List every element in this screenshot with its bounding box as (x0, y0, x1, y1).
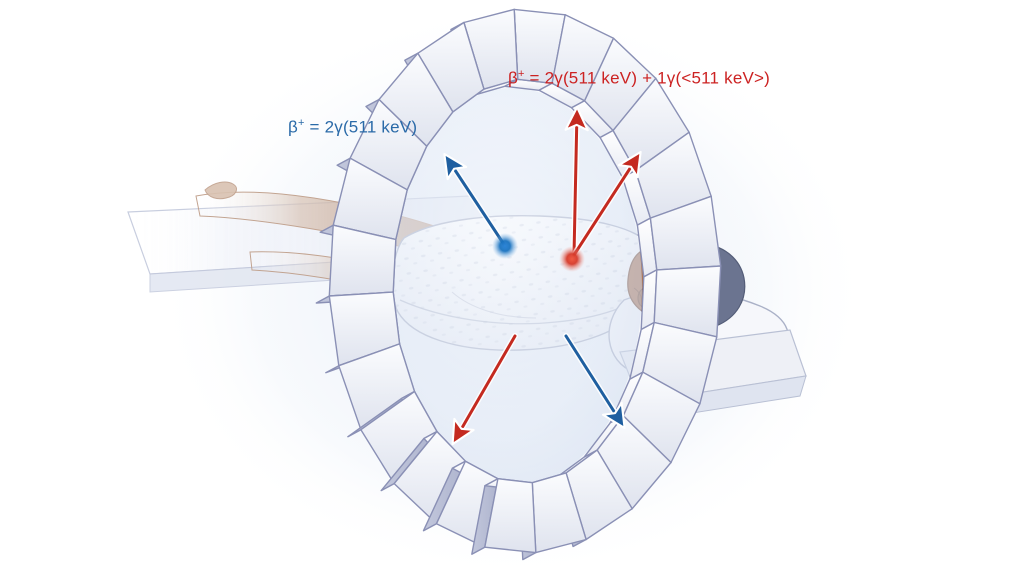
red-source-dot (559, 246, 585, 272)
blue-label-beta: β (288, 117, 298, 137)
red-annotation-label: β+ = 2γ(511 keV) + 1γ(<511 keV>) (508, 68, 770, 89)
blue-source-dot (492, 233, 518, 259)
red-label-sup: + (517, 68, 525, 80)
detector-block (484, 478, 537, 554)
annihilation-sources (492, 233, 585, 272)
detector-ring (315, 8, 722, 561)
red-label-beta: β (508, 68, 518, 88)
blue-annotation-label: β+ = 2γ(511 keV) (288, 117, 417, 138)
gamma-rays (443, 106, 642, 446)
blue-label-sup: + (297, 117, 305, 129)
blue-ray-down (563, 333, 626, 430)
red-label-text: = 2γ(511 keV) + 1γ(<511 keV>) (524, 68, 771, 88)
red-ray-up-right (571, 150, 642, 258)
blue-label-text: = 2γ(511 keV) (304, 117, 418, 137)
red-ray-down (451, 333, 518, 446)
blue-ray-up (443, 152, 508, 249)
red-ray-up (564, 106, 589, 258)
